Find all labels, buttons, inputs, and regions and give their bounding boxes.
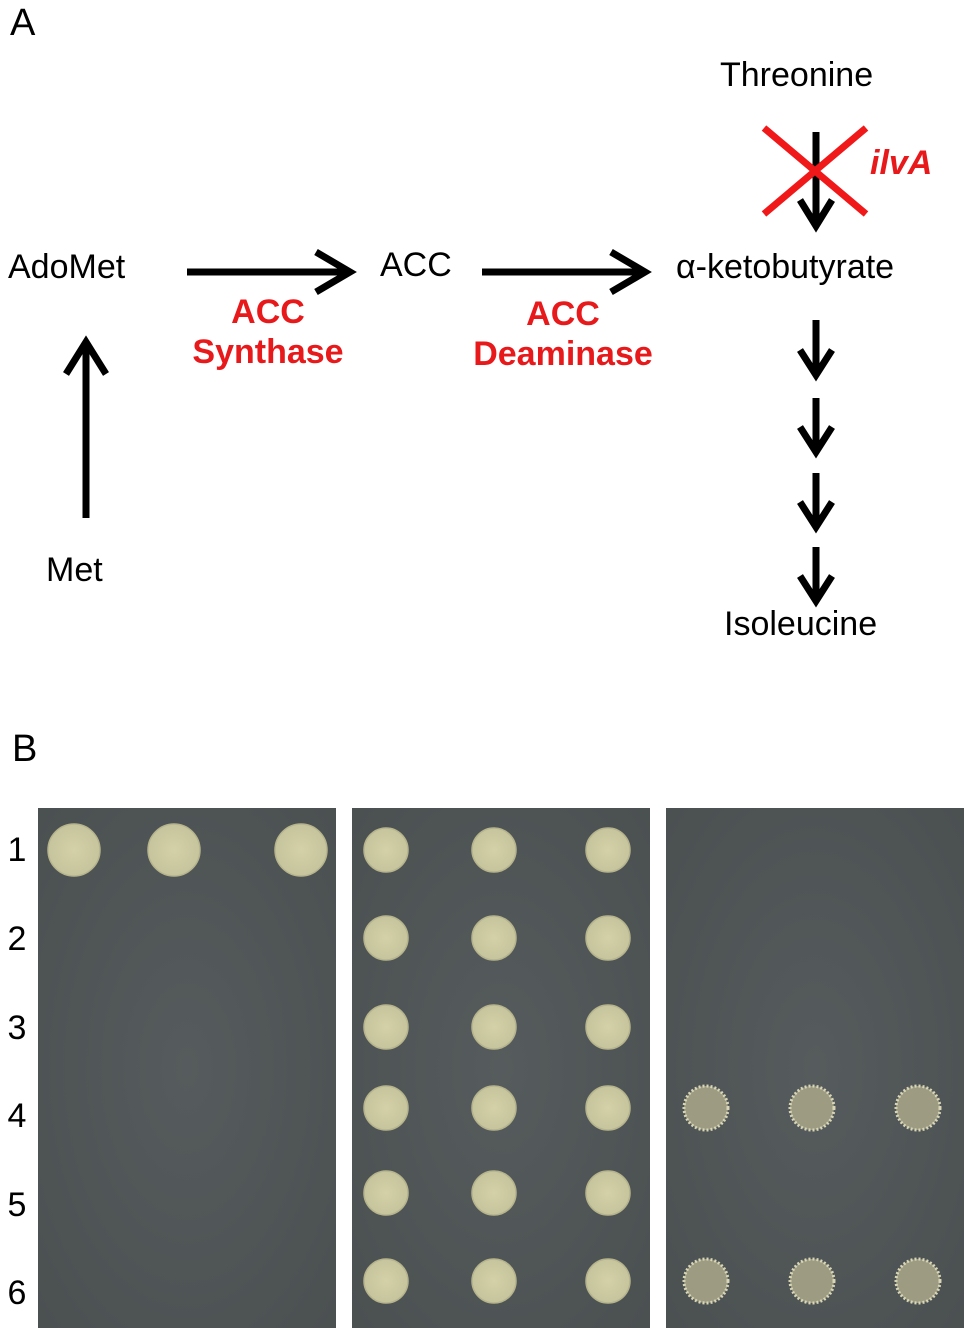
pathway-arrows <box>63 125 869 608</box>
block-cross-icon <box>761 125 869 217</box>
panel-label-b: B <box>12 728 38 770</box>
node-isoleucine: Isoleucine <box>724 605 878 643</box>
gene-ilva-label: ilvA <box>870 144 933 182</box>
arrow-step-1 <box>797 320 835 382</box>
colony-spot <box>894 1257 942 1305</box>
colony-spot <box>47 823 101 877</box>
colony-spot <box>585 1085 631 1131</box>
colony-spot <box>788 1257 836 1305</box>
colony-spot <box>585 1258 631 1304</box>
colony-spot <box>682 1084 730 1132</box>
colony-spot <box>363 1085 409 1131</box>
colony-spot <box>585 915 631 961</box>
plate-background <box>666 808 964 1328</box>
colony-spot <box>894 1084 942 1132</box>
colony-spot <box>363 1170 409 1216</box>
colony-spot <box>471 1170 517 1216</box>
colony-spot <box>585 1170 631 1216</box>
plate-1 <box>38 808 336 1328</box>
colony-spot <box>471 915 517 961</box>
colony-spot <box>363 827 409 873</box>
plate-background <box>352 808 650 1328</box>
arrow-step-3 <box>797 473 835 534</box>
colony-spot <box>147 823 201 877</box>
colony-spot <box>471 1004 517 1050</box>
row-label-5: 5 <box>7 1186 27 1224</box>
node-met: Met <box>46 551 103 589</box>
colony-spot <box>363 1004 409 1050</box>
arrow-adomet-to-acc <box>187 248 357 296</box>
colony-spot <box>682 1257 730 1305</box>
node-threonine: Threonine <box>720 56 874 94</box>
enzyme-acc-synthase: ACC Synthase <box>168 292 368 372</box>
colony-spot <box>363 915 409 961</box>
arrow-met-to-adomet <box>63 335 109 518</box>
enzyme-acc-synthase-line2: Synthase <box>192 333 344 371</box>
colony-spot <box>274 823 328 877</box>
node-acc: ACC <box>380 246 452 284</box>
colony-spot <box>585 1004 631 1050</box>
enzyme-acc-deaminase: ACC Deaminase <box>452 294 674 374</box>
plate-3 <box>666 808 964 1328</box>
plate-2 <box>352 808 650 1328</box>
row-label-2: 2 <box>7 920 27 958</box>
arrow-step-4 <box>797 547 835 608</box>
row-label-3: 3 <box>7 1009 27 1047</box>
row-label-4: 4 <box>7 1097 27 1135</box>
node-ketobutyrate: α-ketobutyrate <box>676 248 895 286</box>
arrow-step-2 <box>797 398 835 459</box>
enzyme-acc-synthase-line1: ACC <box>231 293 305 331</box>
colony-spot <box>788 1084 836 1132</box>
enzyme-acc-deaminase-line1: ACC <box>526 295 600 333</box>
plate-background <box>38 808 336 1328</box>
arrow-acc-to-ketobutyrate <box>482 248 652 296</box>
enzyme-acc-deaminase-line2: Deaminase <box>473 335 653 373</box>
colony-spot <box>471 827 517 873</box>
panel-label-a: A <box>10 2 36 44</box>
colony-spot <box>363 1258 409 1304</box>
row-label-6: 6 <box>7 1274 27 1312</box>
colony-spot <box>471 1085 517 1131</box>
colony-spot <box>471 1258 517 1304</box>
colony-spot <box>585 827 631 873</box>
row-label-1: 1 <box>7 831 27 869</box>
node-adomet: AdoMet <box>8 248 126 286</box>
arrow-threonine-to-ketobutyrate <box>797 132 835 233</box>
